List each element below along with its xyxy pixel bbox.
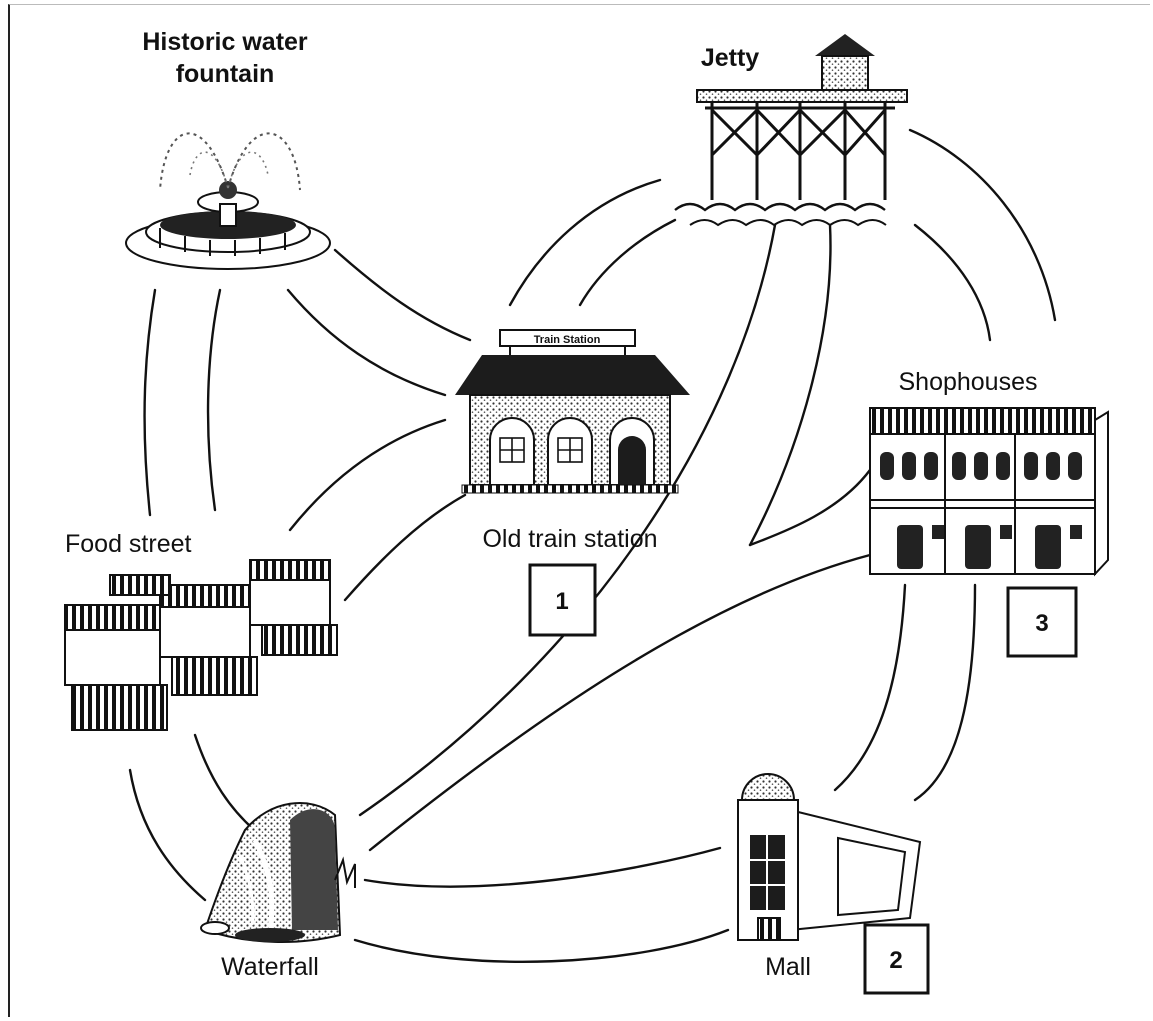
path-fork-shophouses [748, 468, 872, 547]
marker-3-number: 3 [1035, 610, 1048, 637]
water-fountain-icon [125, 132, 331, 270]
fountain-label-line1: Historic water [142, 28, 308, 56]
food-stalls-icon [64, 559, 338, 731]
path-shophouses-mall-b [913, 583, 977, 802]
waterfall-label: Waterfall [221, 953, 319, 981]
path-waterfall-mall-a [363, 846, 722, 888]
marker-1-number: 1 [555, 588, 568, 615]
path-fountain-food-b [206, 288, 222, 512]
path-jetty-station-b [578, 218, 677, 307]
connecting-paths [128, 128, 1057, 963]
stall-back [249, 559, 338, 656]
marker-2: 2 [863, 923, 930, 995]
stall-middle [159, 584, 258, 696]
marker-3: 3 [1006, 586, 1078, 658]
mall-label: Mall [765, 953, 811, 981]
shophouses-label: Shophouses [898, 368, 1037, 396]
path-waterfall-mall-b [353, 928, 730, 963]
marker-1: 1 [528, 563, 597, 637]
station-sign-text: Train Station [534, 334, 601, 346]
waterfall-icon [200, 802, 356, 943]
mall-icon [737, 773, 922, 941]
path-fountain-food-a [143, 288, 157, 517]
path-fountain-station-b [286, 288, 447, 397]
path-fountain-station-a [333, 248, 472, 342]
path-jetty-shophouses-b [913, 223, 992, 342]
path-food-waterfall-b [193, 733, 262, 837]
path-jetty-shophouses-a [908, 128, 1057, 322]
path-jetty-station-a [508, 178, 662, 307]
food-street-label: Food street [65, 530, 192, 558]
stall-front [64, 574, 171, 731]
path-jetty-fork [748, 223, 832, 547]
path-food-station-a [288, 418, 447, 532]
path-shophouses-mall-a [833, 583, 907, 792]
train-station-icon: Train Station [455, 329, 690, 494]
jetty-label: Jetty [701, 44, 759, 72]
station-label: Old train station [482, 525, 657, 553]
path-shophouses-waterfall [368, 553, 872, 852]
path-food-station-b [343, 493, 467, 602]
shophouses-icon [869, 407, 1109, 577]
path-jetty-waterfall [358, 223, 777, 817]
diagram-frame [8, 4, 1150, 1017]
jetty-icon [674, 34, 908, 227]
fountain-label-line2: fountain [176, 60, 275, 88]
marker-2-number: 2 [889, 947, 902, 974]
path-food-waterfall-a [128, 768, 207, 902]
